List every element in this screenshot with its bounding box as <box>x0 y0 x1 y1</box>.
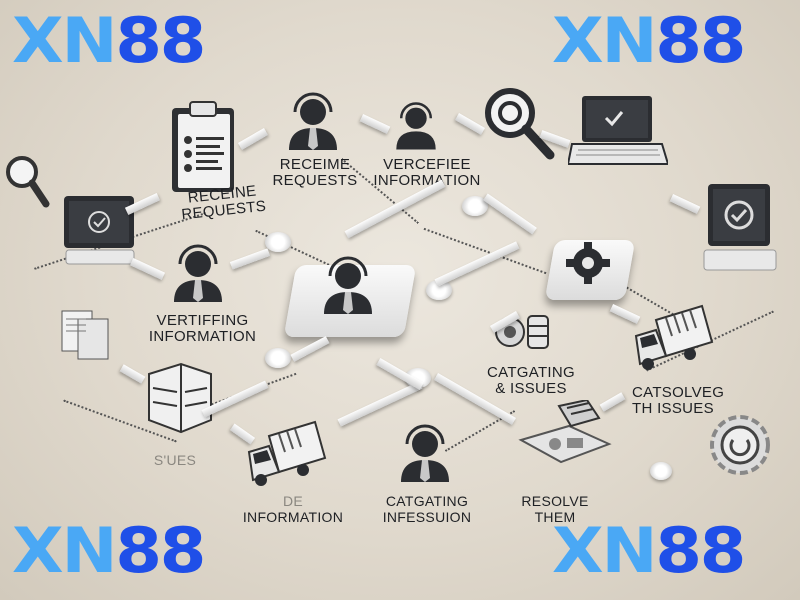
agent-headset-icon <box>289 92 337 150</box>
flow-arrow <box>229 248 271 270</box>
gear-stack-label: CATGATING & ISSUES <box>487 364 575 397</box>
search-icon <box>6 156 50 208</box>
laptop-check-icon <box>568 96 668 165</box>
server-label: S'UES <box>153 452 197 468</box>
flow-arrow <box>119 364 146 384</box>
flow-arrow <box>238 128 268 150</box>
agent-top-label: RECEIME REQUESTS <box>272 156 358 189</box>
connector-node <box>462 196 488 216</box>
connector-node <box>426 280 452 300</box>
truck-right-label: CATSOLVEG TH ISSUES <box>632 384 725 417</box>
agent-left-label: VERTIFFING INFORMATION <box>148 312 257 345</box>
truck-icon <box>247 420 327 486</box>
gear-stack-icon <box>495 315 549 349</box>
refresh-gear-icon <box>710 415 770 475</box>
brand-logo-bottom-left: XN88 <box>12 514 206 587</box>
brand-logo-top-right: XN88 <box>552 4 746 77</box>
connector-line <box>423 227 547 275</box>
documents-icon <box>61 310 109 360</box>
agent-headset-icon <box>401 424 449 482</box>
resolve-label: RESOLVE THEM <box>521 493 589 525</box>
flow-arrow <box>359 114 391 134</box>
tools-panel-icon <box>518 400 612 464</box>
monitor-check-icon <box>703 184 777 271</box>
monitor-check-icon <box>64 196 135 265</box>
magnifier-icon <box>485 88 555 160</box>
brand-logo-top-left: XN88 <box>12 4 206 77</box>
connector-node <box>650 462 672 480</box>
connector-node <box>265 232 291 252</box>
agent-headset-icon <box>324 256 372 314</box>
clipboard-icon <box>172 101 234 192</box>
gear-icon <box>566 242 610 284</box>
agent-top-2-label: VERCEFIEE INFORMATION <box>373 156 481 189</box>
server-icon <box>148 362 212 434</box>
flow-arrow <box>669 194 701 214</box>
truck-bottom-label: DE INFORMATION <box>242 493 344 525</box>
agent-headset-icon <box>396 102 436 150</box>
connector-node <box>265 348 291 368</box>
flow-arrow <box>290 336 330 362</box>
agent-bottom-label: CATGATING INFESSUION <box>382 493 472 525</box>
brand-logo-bottom-right: XN88 <box>552 514 746 587</box>
flow-arrow <box>483 193 537 235</box>
truck-icon <box>634 304 714 370</box>
agent-headset-icon <box>174 244 222 302</box>
